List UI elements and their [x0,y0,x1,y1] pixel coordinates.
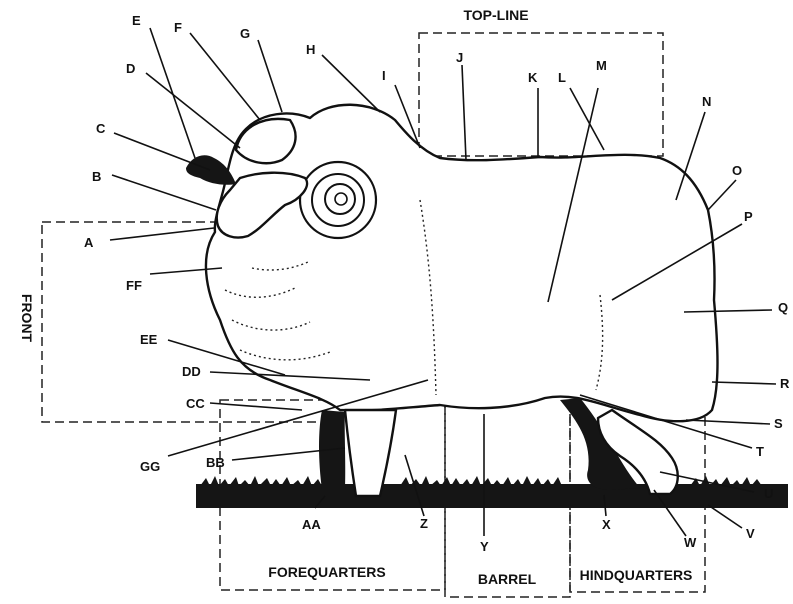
label-F: F [174,20,182,35]
leader-CC [210,403,302,410]
section-top-line: TOP-LINE [463,7,528,23]
section-barrel: BARREL [478,571,537,587]
label-T: T [756,444,764,459]
label-P: P [744,209,753,224]
label-L: L [558,70,566,85]
leader-C [114,133,210,170]
leader-D [146,73,240,148]
label-FF: FF [126,278,142,293]
label-X: X [602,517,611,532]
label-V: V [746,526,755,541]
leader-R [712,382,776,384]
label-BB: BB [206,455,225,470]
section-hindquarters: HINDQUARTERS [580,567,693,583]
label-Z: Z [420,516,428,531]
label-E: E [132,13,141,28]
label-S: S [774,416,783,431]
label-J: J [456,50,463,65]
label-R: R [780,376,790,391]
label-B: B [92,169,101,184]
label-H: H [306,42,315,57]
front-leg-near [345,410,396,496]
leader-O [708,180,736,210]
leader-B [112,175,216,210]
label-EE: EE [140,332,158,347]
label-Q: Q [778,300,788,315]
leader-S [686,420,770,424]
leader-G [258,40,282,112]
label-N: N [702,94,711,109]
label-O: O [732,163,742,178]
label-DD: DD [182,364,201,379]
section-forequarters: FOREQUARTERS [268,564,385,580]
section-front: FRONT [19,294,35,343]
label-W: W [684,535,697,550]
label-G: G [240,26,250,41]
label-U: U [764,486,773,501]
label-C: C [96,121,106,136]
leader-J [462,65,466,160]
label-Y: Y [480,539,489,554]
poll-wool [236,119,296,163]
label-AA: AA [302,517,321,532]
label-CC: CC [186,396,205,411]
leader-E [150,28,195,158]
ground-bar [196,484,788,508]
leader-A [110,228,214,240]
leader-F [190,33,260,120]
label-A: A [84,235,94,250]
label-M: M [596,58,607,73]
label-I: I [382,68,386,83]
label-GG: GG [140,459,160,474]
label-D: D [126,61,135,76]
leader-L [570,88,604,150]
leader-V [708,505,742,528]
label-K: K [528,70,538,85]
leader-H [322,55,380,112]
